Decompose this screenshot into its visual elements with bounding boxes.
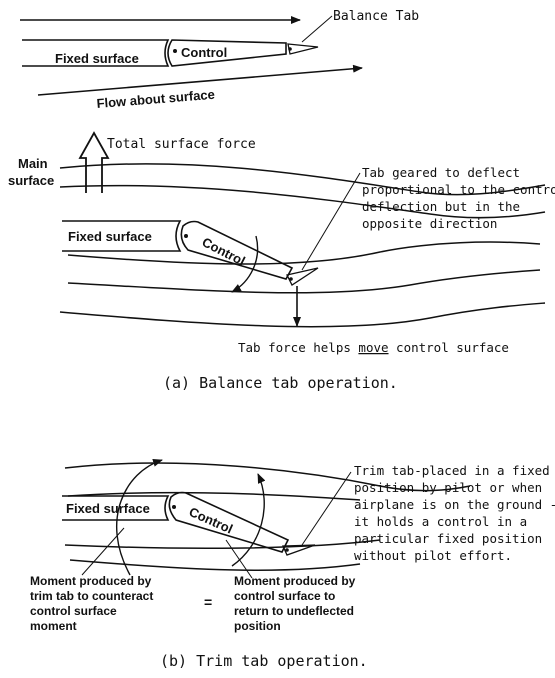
streamline xyxy=(67,269,541,294)
trim-note-line: it holds a control in a xyxy=(354,514,527,529)
fixed-surface-shape xyxy=(22,39,170,67)
caption-a: (a) Balance tab operation. xyxy=(163,374,398,392)
trim-note-line: particular fixed position xyxy=(354,531,542,546)
tab-hinge xyxy=(289,277,293,281)
streamline xyxy=(59,184,546,219)
flow-label: Flow about surface xyxy=(96,87,215,111)
moment-left-line: moment xyxy=(30,619,77,633)
caption-b: (b) Trim tab operation. xyxy=(160,652,368,670)
control-moment-arc xyxy=(231,473,266,567)
control-surface-shape xyxy=(180,220,294,280)
tab-hinge xyxy=(285,548,289,552)
moment-right-leader xyxy=(225,539,253,579)
moment-right-line: control surface to xyxy=(234,589,335,603)
streamline xyxy=(59,302,546,328)
moment-left-line: Moment produced by xyxy=(30,574,152,588)
trim-moment-arc xyxy=(115,458,163,576)
trim-note-line: position by pilot or when xyxy=(354,480,542,495)
deflection-arc xyxy=(231,235,259,293)
moment-right-line: position xyxy=(234,619,281,633)
balance-tab-panel: Total surface force Main surface Fixed s… xyxy=(8,131,555,392)
fixed-surface-label: Fixed surface xyxy=(66,501,150,516)
main-surface-label-2: surface xyxy=(8,173,54,188)
streamline xyxy=(64,539,381,550)
balance-tab-shape xyxy=(287,43,319,55)
tab-note-line: proportional to the control xyxy=(362,182,555,197)
trim-tab-shape xyxy=(282,544,316,556)
fixed-surface-shape xyxy=(62,220,182,252)
tab-note-line: deflection but in the xyxy=(362,199,520,214)
tab-hinge xyxy=(288,47,292,51)
tab-note-line: opposite direction xyxy=(362,216,497,231)
fixed-surface-label: Fixed surface xyxy=(55,51,139,66)
control-label: Control xyxy=(187,504,235,537)
control-hinge xyxy=(173,49,177,53)
trim-note-leader xyxy=(301,471,352,546)
fixed-surface-shape xyxy=(62,495,170,521)
streamline xyxy=(64,462,471,492)
balance-tab-leader xyxy=(301,15,333,43)
control-label: Control xyxy=(181,45,227,60)
moment-right-line: Moment produced by xyxy=(234,574,356,588)
streamline xyxy=(59,163,546,196)
control-hinge xyxy=(172,505,176,509)
control-hinge xyxy=(184,234,188,238)
lower-flow-arrow xyxy=(37,64,363,96)
moment-left-line: control surface xyxy=(30,604,117,618)
balance-tab-label: Balance Tab xyxy=(333,9,419,24)
control-surface-shape xyxy=(167,39,287,67)
trim-note-line: Trim tab-placed in a fixed xyxy=(354,463,550,478)
trim-note-line: airplane is on the ground - xyxy=(354,497,555,512)
streamline xyxy=(67,241,541,265)
trim-tab-panel: Fixed surface Control Trim tab-placed in… xyxy=(30,458,555,670)
total-force-label: Total surface force xyxy=(107,137,256,152)
fixed-surface-label: Fixed surface xyxy=(68,229,152,244)
trim-note-line: without pilot effort. xyxy=(354,548,512,563)
main-surface-label-1: Main xyxy=(18,156,48,171)
equals-sign: = xyxy=(204,594,212,610)
streamline xyxy=(69,559,361,571)
tab-note-leader xyxy=(301,172,361,271)
moment-left-leader xyxy=(81,527,125,576)
top-balance-sketch: Balance Tab Fixed surface Control Flow a… xyxy=(20,9,419,111)
tab-force-caption: Tab force helps move control surface xyxy=(238,340,509,355)
tab-note-line: Tab geared to deflect xyxy=(362,165,520,180)
moment-right-line: return to undeflected xyxy=(234,604,354,618)
streamline xyxy=(67,491,361,501)
balance-tab-shape xyxy=(286,267,319,286)
move-word: move xyxy=(358,340,388,355)
moment-left-line: trim tab to counteract xyxy=(30,589,153,603)
total-force-arrow xyxy=(78,131,110,193)
